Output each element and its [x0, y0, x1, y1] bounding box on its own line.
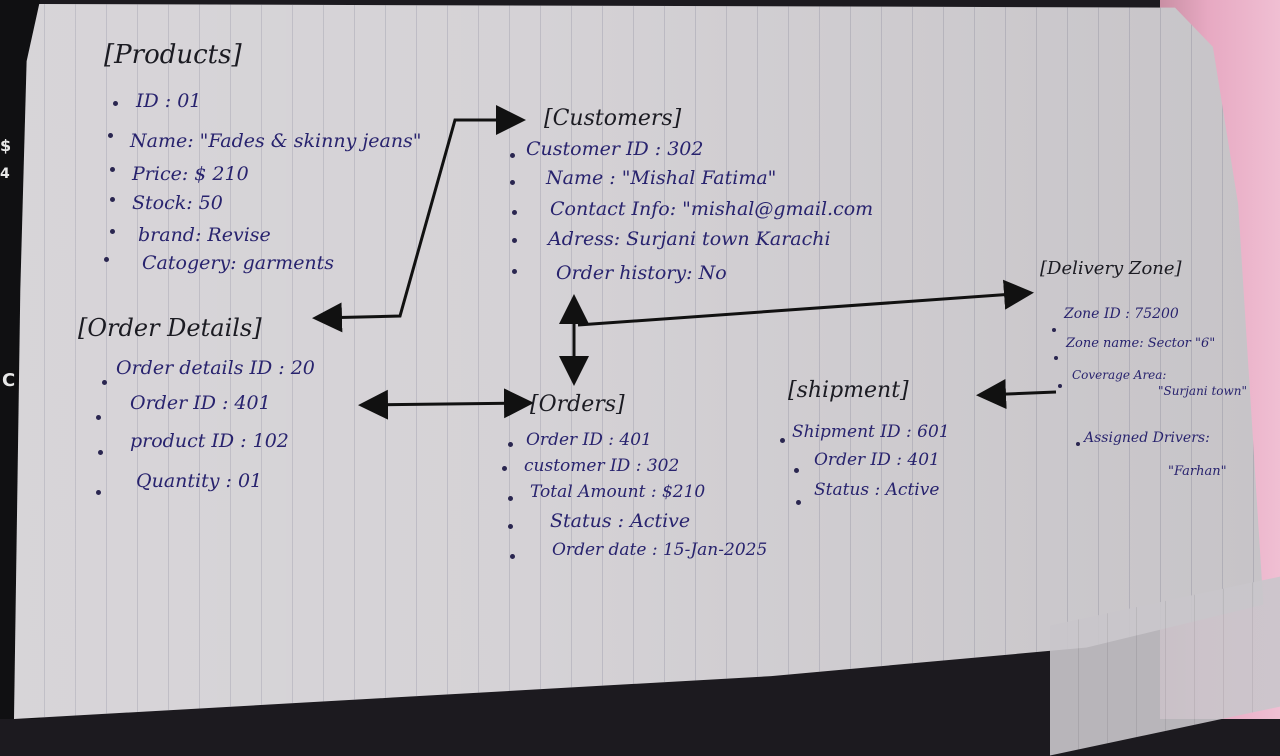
arrow-orders-deliveryzone	[577, 279, 1034, 327]
delivery-zone-field-coverage-value: "Surjani town"	[1158, 384, 1248, 398]
bullet	[510, 554, 515, 559]
products-title: [Products]	[104, 40, 242, 70]
customers-title: [Customers]	[544, 106, 682, 131]
orders-field-id: Order ID : 401	[526, 430, 652, 450]
bullet	[780, 438, 785, 443]
customers-field-name: Name : "Mishal Fatima"	[546, 167, 777, 189]
bullet	[510, 180, 515, 185]
arrow-orderdetails-orders	[358, 388, 534, 420]
delivery-zone-field-drivers-label: Assigned Drivers:	[1084, 430, 1210, 446]
bullet	[1076, 442, 1080, 446]
bullet	[1052, 328, 1056, 332]
order-details-field-id: Order details ID : 20	[116, 357, 315, 379]
products-field-stock: Stock: 50	[132, 192, 223, 214]
delivery-zone-field-name: Zone name: Sector "6"	[1066, 336, 1216, 351]
bullet	[1054, 356, 1058, 360]
bullet	[508, 442, 513, 447]
orders-field-customer-id: customer ID : 302	[524, 456, 680, 476]
customers-field-id: Customer ID : 302	[526, 138, 704, 160]
bullet	[512, 238, 517, 243]
delivery-zone-title: [Delivery Zone]	[1040, 258, 1182, 279]
order-details-title: [Order Details]	[78, 314, 262, 342]
orders-field-total: Total Amount : $210	[530, 482, 706, 502]
arrow-deliveryzone-shipment	[976, 379, 1057, 410]
bullet	[108, 133, 113, 138]
edge-glyph-c: C	[2, 370, 16, 391]
shipment-title: [shipment]	[788, 378, 909, 403]
products-field-name: Name: "Fades & skinny jeans"	[130, 130, 422, 152]
bullet	[104, 257, 109, 262]
arrow-orderdetails-customers	[312, 105, 526, 333]
bullet	[794, 468, 799, 473]
bullet	[512, 210, 517, 215]
edge-glyph-four: 4	[0, 166, 10, 182]
shipment-field-id: Shipment ID : 601	[792, 422, 950, 442]
notebook-paper	[14, 4, 1264, 719]
bullet	[796, 500, 801, 505]
bullet	[110, 167, 115, 172]
order-details-field-quantity: Quantity : 01	[136, 470, 263, 492]
orders-title: [Orders]	[530, 392, 625, 417]
bullet	[510, 153, 515, 158]
order-details-field-order-id: Order ID : 401	[130, 392, 271, 414]
relationship-arrows	[312, 105, 1057, 420]
bullet	[96, 415, 101, 420]
delivery-zone-field-drivers-value: "Farhan"	[1168, 464, 1227, 479]
shipment-field-order-id: Order ID : 401	[814, 450, 940, 470]
bullet	[113, 101, 118, 106]
orders-field-status: Status : Active	[550, 510, 691, 532]
delivery-zone-field-coverage-label: Coverage Area:	[1072, 368, 1167, 382]
bullet	[110, 229, 115, 234]
edge-glyph-dollar: $	[0, 136, 12, 155]
products-field-id: ID : 01	[136, 90, 202, 112]
products-field-brand: brand: Revise	[138, 224, 271, 246]
products-field-category: Catogery: garments	[142, 252, 335, 274]
customers-field-history: Order history: No	[556, 262, 727, 284]
bullet	[508, 496, 513, 501]
bullet	[1058, 384, 1062, 388]
order-details-field-product-id: product ID : 102	[130, 430, 289, 452]
customers-field-contact: Contact Info: "mishal@gmail.com	[550, 198, 874, 220]
orders-field-date: Order date : 15-Jan-2025	[552, 540, 768, 560]
delivery-zone-field-id: Zone ID : 75200	[1064, 306, 1179, 322]
bullet	[512, 269, 517, 274]
shipment-field-status: Status : Active	[814, 480, 940, 500]
customers-field-address: Adress: Surjani town Karachi	[548, 228, 831, 250]
bullet	[502, 466, 507, 471]
products-field-price: Price: $ 210	[132, 163, 249, 185]
bullet	[110, 197, 115, 202]
bullet	[96, 490, 101, 495]
bullet	[102, 380, 107, 385]
bullet	[98, 450, 103, 455]
bullet	[508, 524, 513, 529]
